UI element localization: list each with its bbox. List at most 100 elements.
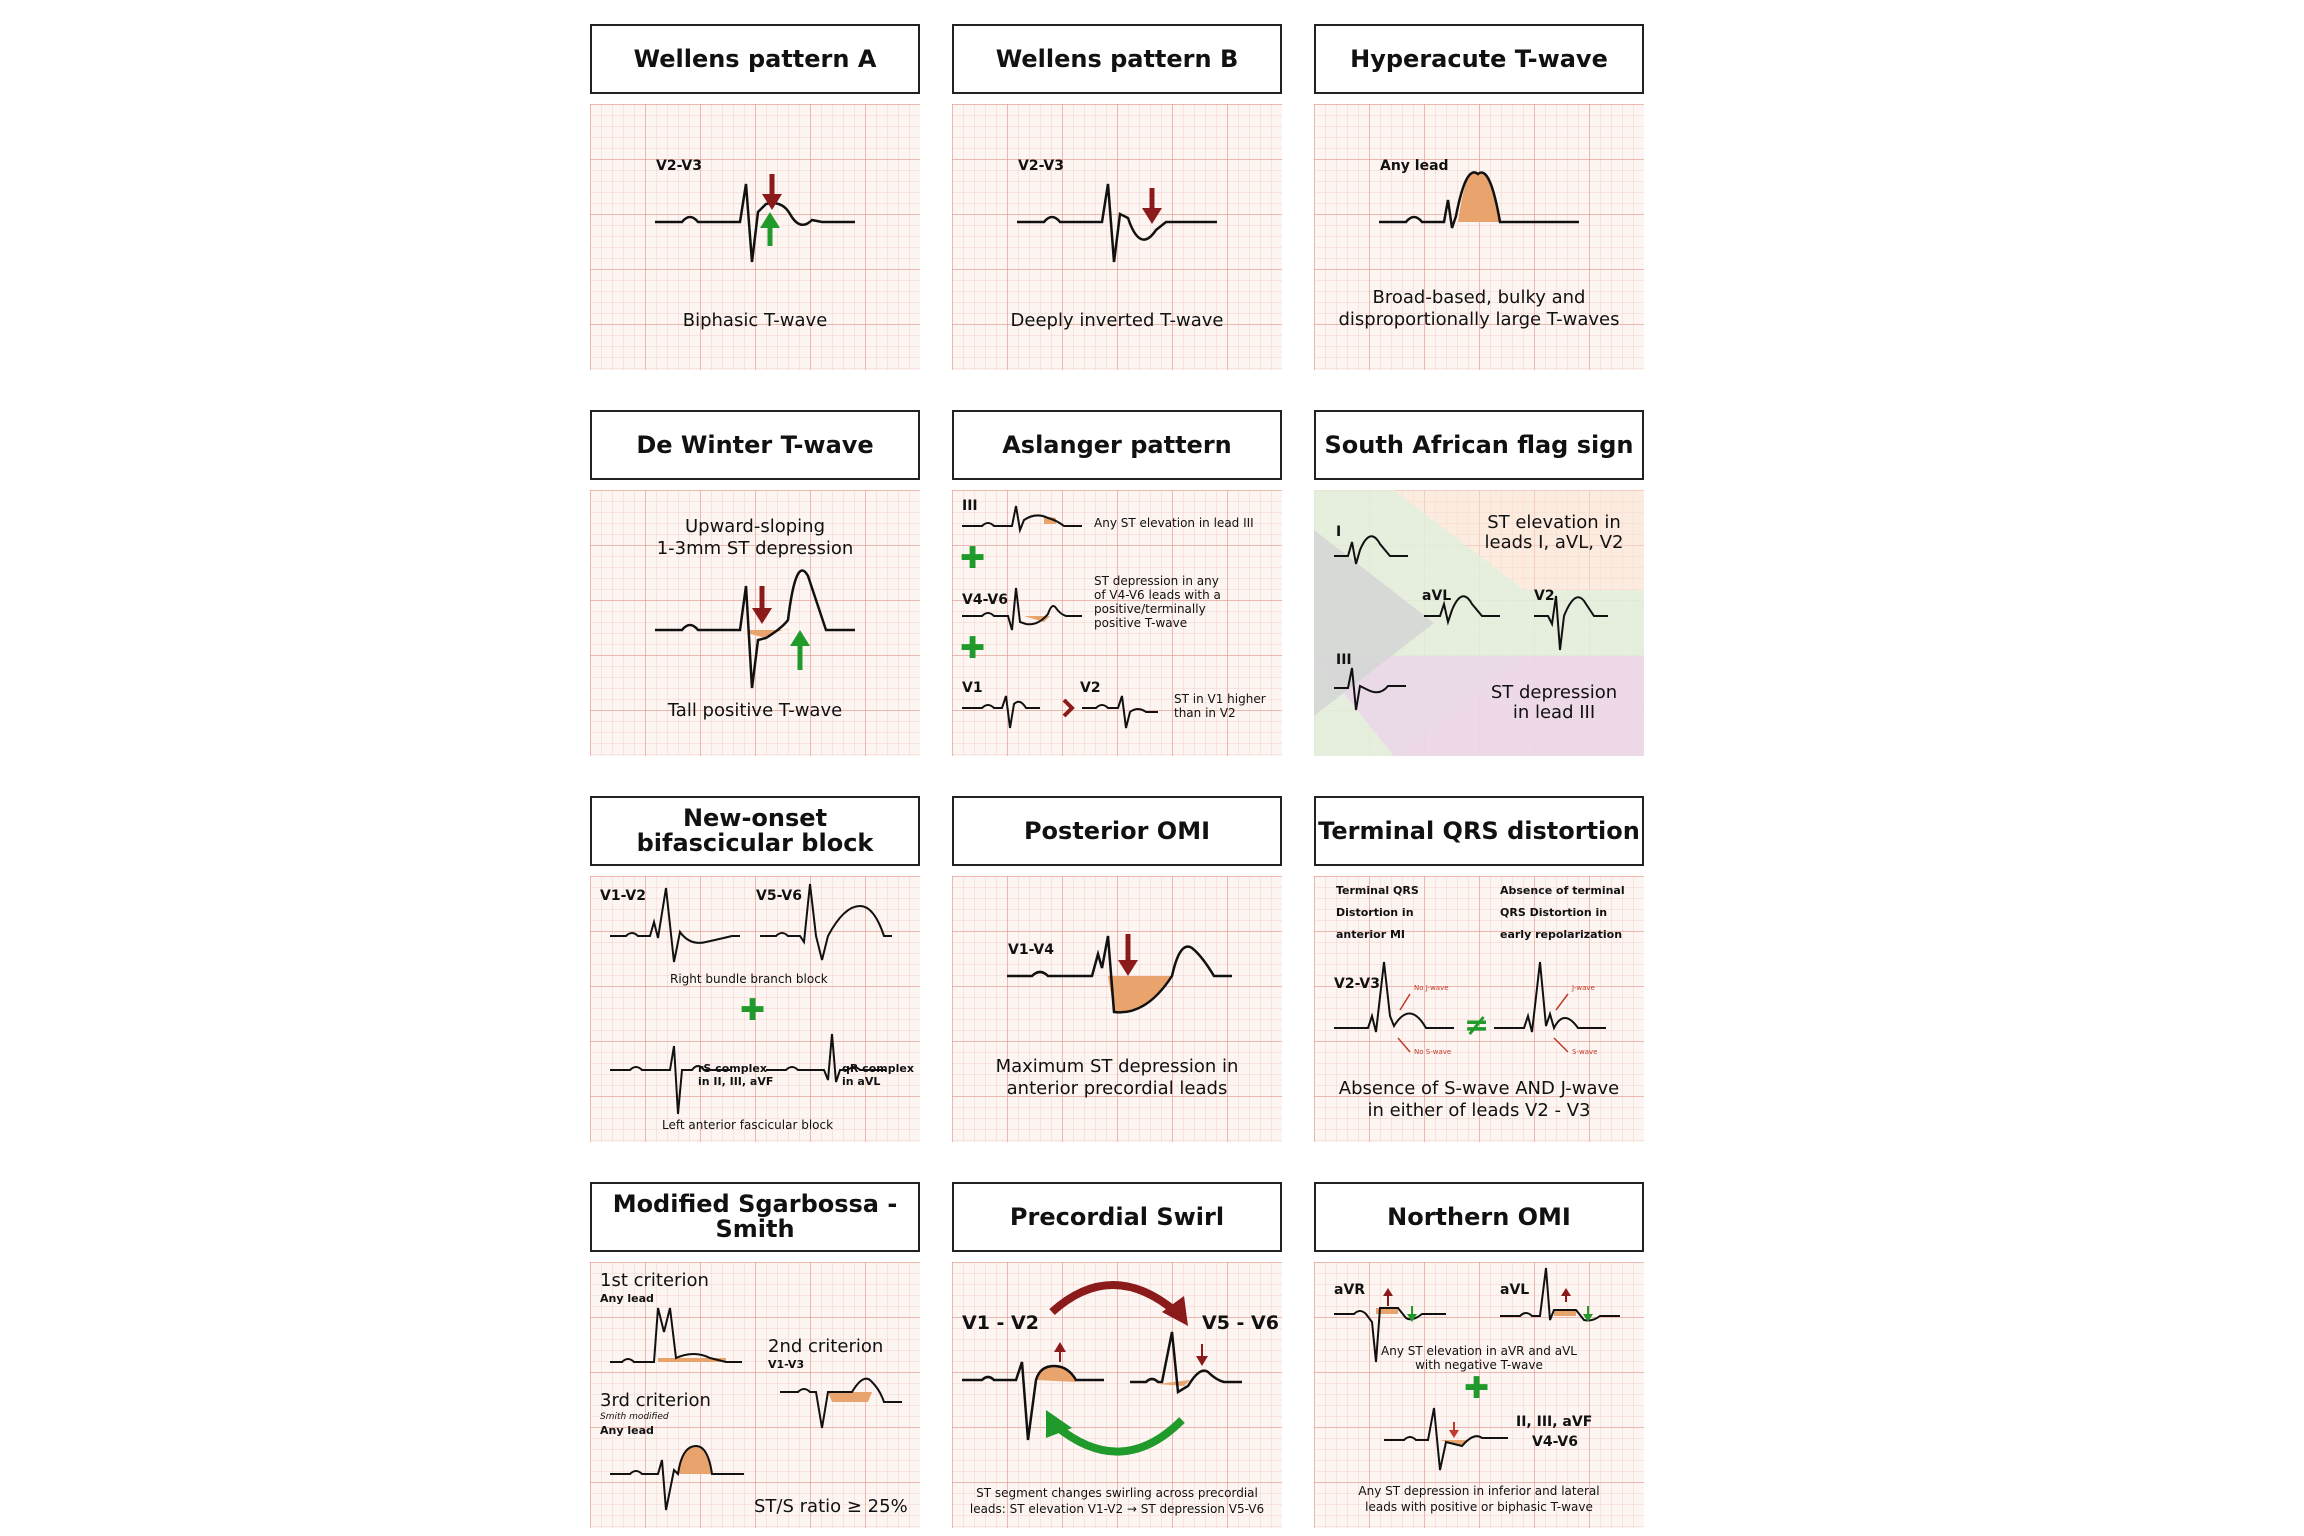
caption-lafb: Left anterior fascicular block bbox=[662, 1118, 834, 1132]
not-equal-icon: ≠ bbox=[1464, 1008, 1490, 1043]
ecg-precordial-swirl bbox=[962, 1281, 1242, 1456]
caption: Tall positive T-wave bbox=[667, 700, 843, 721]
lead-inferior-label: II, III, aVF bbox=[1516, 1414, 1593, 1430]
note-qr-complex-2: in aVL bbox=[842, 1075, 881, 1088]
head-left-2: Distortion in bbox=[1336, 906, 1414, 919]
lead-iii-label: III bbox=[962, 498, 978, 514]
ecg-grid-panel: V2-V3 Biphasic T-wave bbox=[590, 104, 920, 370]
card-title: De Winter T-wave bbox=[590, 410, 920, 480]
caption-line-2: leads: ST elevation V1-V2 → ST depressio… bbox=[969, 1502, 1265, 1516]
ecg-grid-panel: III Any ST elevation in lead III ✚ V4-V6… bbox=[952, 490, 1282, 756]
mark-no-s-wave: No S-wave bbox=[1414, 1048, 1452, 1056]
note-v1-higher-1: ST in V1 higher bbox=[1174, 692, 1266, 706]
lead-v1-v2-label: V1 - V2 bbox=[962, 1312, 1039, 1334]
card-title: Wellens pattern B bbox=[952, 24, 1282, 94]
head-left-1: Terminal QRS bbox=[1336, 884, 1419, 897]
caption-line-1: Maximum ST depression in bbox=[995, 1056, 1239, 1077]
note-st-elevation-iii: Any ST elevation in lead III bbox=[1094, 516, 1254, 530]
note-st-depression-3: positive/terminally bbox=[1094, 602, 1206, 616]
card-title-line-1: New-onset bbox=[682, 804, 828, 832]
ecg-hyperacute-t bbox=[1379, 171, 1579, 229]
st-s-ratio: ST/S ratio ≥ 25% bbox=[754, 1496, 908, 1517]
caption-line-2: anterior precordial leads bbox=[1006, 1078, 1228, 1099]
criterion-2-sub: V1-V3 bbox=[768, 1358, 805, 1371]
card-title: Terminal QRS distortion bbox=[1314, 796, 1644, 866]
caption-line-2: leads with positive or biphasic T-wave bbox=[1365, 1500, 1593, 1514]
note-st-elevation-2: with negative T-wave bbox=[1415, 1358, 1543, 1372]
ecg-wellens-b bbox=[1017, 183, 1217, 263]
ecg-grid-panel: Any lead Broad-based, bulky and dispropo… bbox=[1314, 104, 1644, 370]
card-title: Modified Sgarbossa - Smith bbox=[590, 1182, 920, 1252]
lead-avl-label: aVL bbox=[1500, 1282, 1530, 1298]
caption-rbbb: Right bundle branch block bbox=[670, 972, 828, 986]
lead-lateral-label: V4-V6 bbox=[1532, 1434, 1578, 1450]
note-rs-complex-1: rS complex bbox=[698, 1062, 767, 1075]
ecg-grid-panel: Upward-sloping 1-3mm ST depression Tall … bbox=[590, 490, 920, 756]
mark-s-wave: S-wave bbox=[1572, 1048, 1598, 1056]
head-right-1: Absence of terminal bbox=[1500, 884, 1625, 897]
ecg-northern-omi bbox=[1334, 1267, 1620, 1471]
caption: Deeply inverted T-wave bbox=[1010, 310, 1224, 331]
caption-line-1: ST segment changes swirling across preco… bbox=[976, 1486, 1258, 1500]
ecg-grid-panel: V1 - V2 V5 - V6 ST segment changes swirl… bbox=[952, 1262, 1282, 1528]
lead-label: V2-V3 bbox=[1334, 976, 1380, 992]
criterion-3-sub-1: Smith modified bbox=[600, 1412, 669, 1422]
note-st-depression-2: in lead III bbox=[1512, 702, 1596, 723]
ecg-south-african-flag bbox=[1314, 490, 1644, 756]
ecg-grid-panel: V1-V4 Maximum ST depression in anterior … bbox=[952, 876, 1282, 1142]
ecg-posterior-omi bbox=[1007, 934, 1232, 1014]
lead-label: Any lead bbox=[1380, 158, 1449, 174]
ecg-grid-panel: aVR aVL Any ST elevation in aVR and aVL … bbox=[1314, 1262, 1644, 1528]
ecg-de-winter bbox=[655, 569, 855, 689]
lead-iii-label: III bbox=[1336, 652, 1352, 668]
mark-j-wave: J-wave bbox=[1572, 984, 1595, 992]
caption-line-1: Any ST depression in inferior and latera… bbox=[1358, 1484, 1600, 1498]
caption-line-1: Absence of S-wave AND J-wave bbox=[1338, 1078, 1620, 1099]
lead-avl-label: aVL bbox=[1422, 588, 1452, 604]
lead-v5-v6-label: V5 - V6 bbox=[1202, 1312, 1279, 1334]
note-rs-complex-2: in II, III, aVF bbox=[698, 1075, 774, 1088]
card-title: New-onset bifascicular block bbox=[590, 796, 920, 866]
caption-line-2: in either of leads V2 - V3 bbox=[1367, 1100, 1591, 1121]
criterion-1-sub: Any lead bbox=[600, 1292, 654, 1305]
head-right-3: early repolarization bbox=[1500, 928, 1623, 941]
caption-line-2: disproportionally large T-waves bbox=[1338, 309, 1620, 330]
caption-top-2: 1-3mm ST depression bbox=[656, 538, 854, 559]
note-qr-complex-1: qR complex bbox=[842, 1062, 914, 1075]
lead-label: V2-V3 bbox=[656, 158, 702, 174]
card-title: South African flag sign bbox=[1314, 410, 1644, 480]
criterion-1: 1st criterion bbox=[600, 1270, 709, 1291]
lead-v4-v6-label: V4-V6 bbox=[962, 592, 1008, 608]
note-st-depression-4: positive T-wave bbox=[1094, 616, 1188, 630]
lead-avr-label: aVR bbox=[1334, 1282, 1366, 1298]
ecg-grid-panel: 1st criterion Any lead 2nd criterion V1-… bbox=[590, 1262, 920, 1528]
ecg-grid-panel: Terminal QRS Distortion in anterior MI A… bbox=[1314, 876, 1644, 1142]
lead-v2-label: V2 bbox=[1080, 680, 1101, 696]
criterion-3: 3rd criterion bbox=[600, 1390, 711, 1411]
note-st-elevation-2: leads I, aVL, V2 bbox=[1484, 532, 1624, 553]
ecg-terminal-qrs bbox=[1334, 961, 1606, 1053]
head-right-2: QRS Distortion in bbox=[1500, 906, 1608, 919]
ecg-modified-sgarbossa bbox=[610, 1307, 902, 1511]
plus-icon: ✚ bbox=[960, 541, 986, 576]
ecg-bifascicular-block bbox=[610, 883, 892, 1115]
card-title: Wellens pattern A bbox=[590, 24, 920, 94]
lead-v5-v6-label: V5-V6 bbox=[756, 888, 802, 904]
plus-icon: ✚ bbox=[740, 993, 766, 1028]
lead-v1-v2-label: V1-V2 bbox=[600, 888, 646, 904]
lead-i-label: I bbox=[1336, 524, 1342, 540]
note-st-elevation-1: Any ST elevation in aVR and aVL bbox=[1381, 1344, 1577, 1358]
note-st-depression-1: ST depression in any bbox=[1094, 574, 1219, 588]
lead-label: V1-V4 bbox=[1008, 942, 1054, 958]
mark-no-j-wave: No J-wave bbox=[1414, 984, 1449, 992]
ecg-wellens-a bbox=[655, 174, 855, 263]
caption-top-1: Upward-sloping bbox=[684, 516, 825, 537]
criterion-3-sub-2: Any lead bbox=[600, 1424, 654, 1437]
note-v1-higher-2: than in V2 bbox=[1174, 706, 1236, 720]
lead-v1-label: V1 bbox=[962, 680, 983, 696]
lead-label: V2-V3 bbox=[1018, 158, 1064, 174]
card-title: Precordial Swirl bbox=[952, 1182, 1282, 1252]
card-title-line-2: bifascicular block bbox=[636, 829, 874, 857]
lead-v2-label: V2 bbox=[1534, 588, 1555, 604]
